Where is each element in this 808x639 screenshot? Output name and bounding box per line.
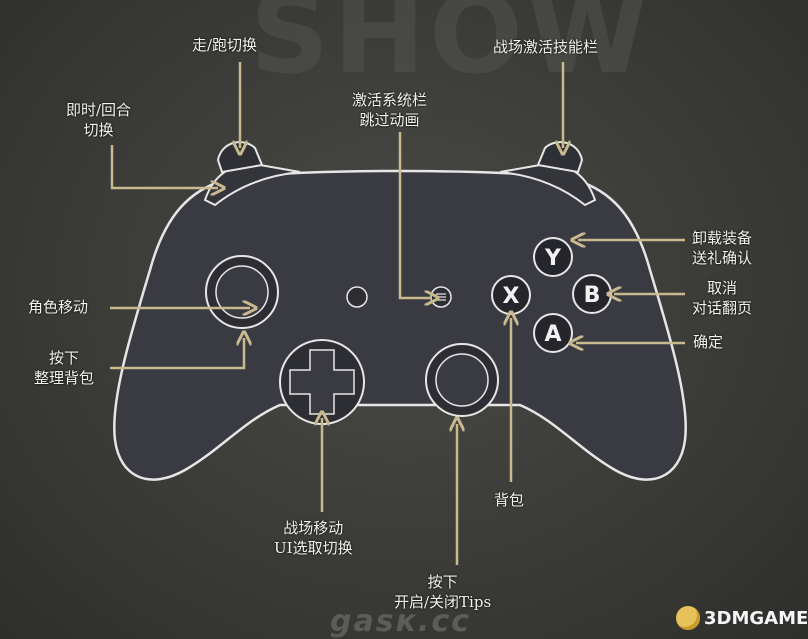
label-char-move: 角色移动 <box>28 298 89 316</box>
watermark-gask: gasк.cc <box>330 604 471 639</box>
callout-lines <box>110 62 685 565</box>
view-button <box>346 286 368 308</box>
arrow-realtime <box>110 145 218 188</box>
arrow-press-bag <box>110 338 244 370</box>
b-button-label: B <box>584 283 601 308</box>
label-battle-move: 战场移动 UI选取切换 <box>274 519 353 557</box>
3dm-logo-icon <box>676 606 700 630</box>
label-battle-skill-bar: 战场激活技能栏 <box>493 38 599 56</box>
y-button <box>533 237 573 277</box>
label-backpack: 背包 <box>494 491 525 509</box>
x-button-label: X <box>503 284 520 309</box>
right-bumper <box>499 162 597 207</box>
background-title: SHOW <box>250 0 653 98</box>
label-cancel: 取消 对话翻页 <box>692 279 753 317</box>
y-button-label: Y <box>544 246 562 271</box>
arrow-system-bar <box>398 132 432 298</box>
left-bumper <box>203 162 301 207</box>
left-stick <box>215 265 269 319</box>
watermark-3dmgame: 3DMGAME <box>676 606 808 630</box>
label-confirm: 确定 <box>693 333 724 351</box>
label-system-bar: 激活系统栏 跳过动画 <box>352 91 428 129</box>
a-button-label: A <box>544 322 561 347</box>
dpad <box>289 349 355 415</box>
gamepad: Y B A X <box>113 141 687 481</box>
label-press-backpack: 按下 整理背包 <box>34 349 95 387</box>
label-press-tips: 按下 开启/关闭Tips <box>394 573 492 611</box>
label-unequip: 卸载装备 送礼确认 <box>692 229 753 267</box>
label-realtime-turn: 即时/回合 切换 <box>66 101 132 139</box>
right-stick <box>435 353 489 407</box>
label-walk-run: 走/跑切换 <box>192 36 258 54</box>
a-button <box>533 313 573 353</box>
